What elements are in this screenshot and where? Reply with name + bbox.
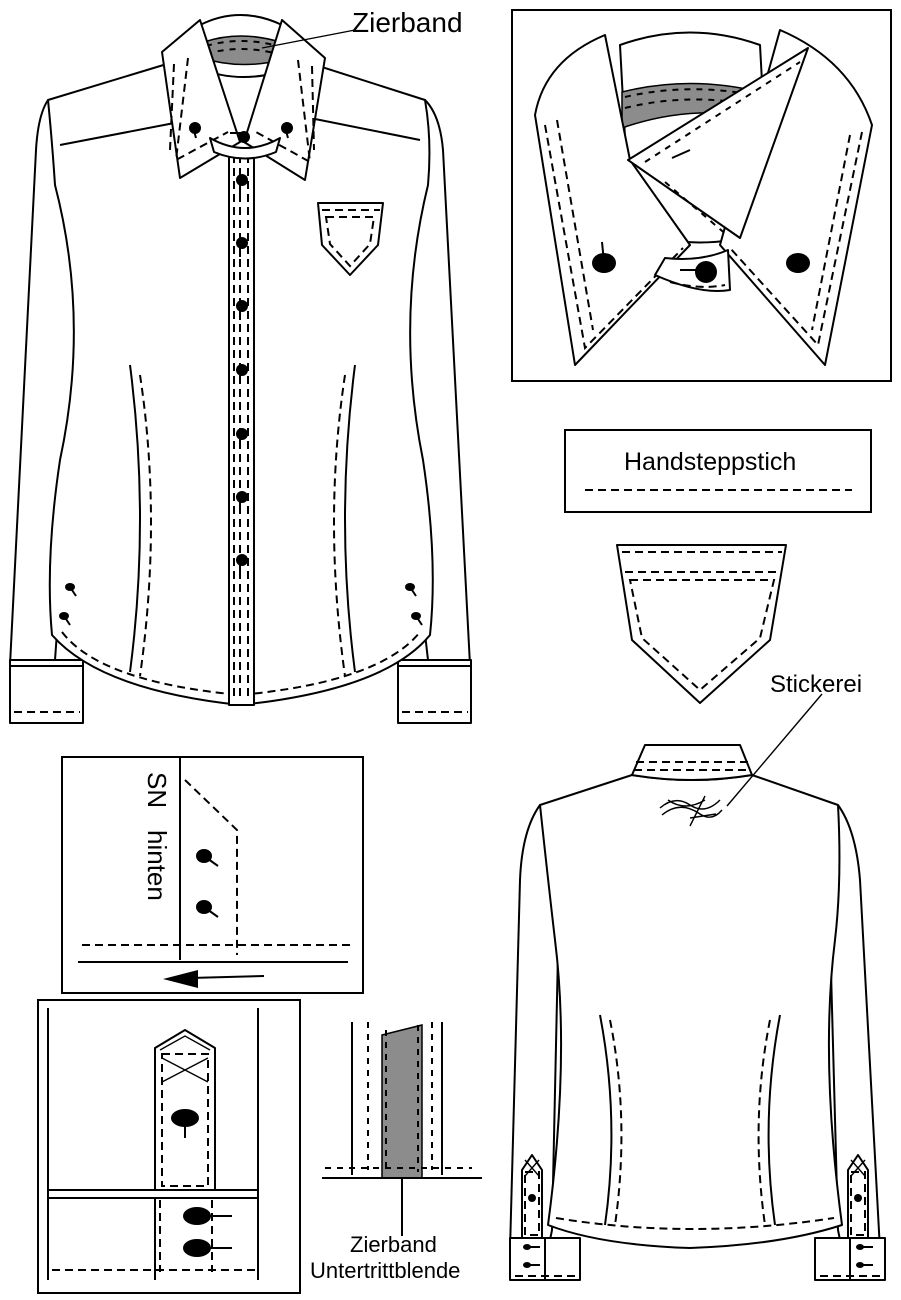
grain-arrow-icon	[163, 970, 198, 988]
collar-detail-box	[511, 9, 892, 382]
left-cuff	[9, 659, 84, 724]
blouse-front-view: Zierband	[9, 7, 472, 724]
label-sn: SN	[142, 772, 172, 808]
pocket-detail	[616, 544, 787, 704]
right-cuff	[397, 659, 472, 724]
blouse-back-view: Stickerei	[509, 671, 886, 1281]
cuff-placket-detail	[37, 999, 301, 1294]
back-bodice	[539, 774, 843, 1249]
zierband-leader-line	[261, 29, 356, 49]
collar-detail-button-right	[786, 253, 810, 273]
placket-buttons	[236, 174, 248, 574]
collar-right-point	[243, 19, 326, 181]
label-stickerei: Stickerei	[770, 671, 862, 698]
label-handsteppstich: Handsteppstich	[624, 448, 796, 476]
label-zierband: Zierband	[352, 7, 463, 38]
label-untertrittblende: Untertrittblende	[310, 1258, 460, 1283]
collar-detail-button-center	[695, 261, 717, 283]
collar-left-point	[161, 19, 241, 179]
back-embroidery	[659, 795, 723, 827]
handsteppstich-legend: Handsteppstich	[564, 429, 872, 513]
collar-stand-front	[209, 137, 281, 160]
sn-hinten-detail: SN hinten	[61, 756, 364, 994]
chest-pocket	[317, 202, 384, 276]
collar-detail-button-left	[592, 253, 616, 273]
zierband-ribbon-placket	[381, 1024, 423, 1179]
label-hinten: hinten	[142, 830, 172, 901]
label-zierband-bottom: Zierband	[350, 1232, 437, 1257]
button-placket	[228, 149, 255, 706]
untertrittblende-detail: Zierband Untertrittblende	[310, 1022, 482, 1283]
